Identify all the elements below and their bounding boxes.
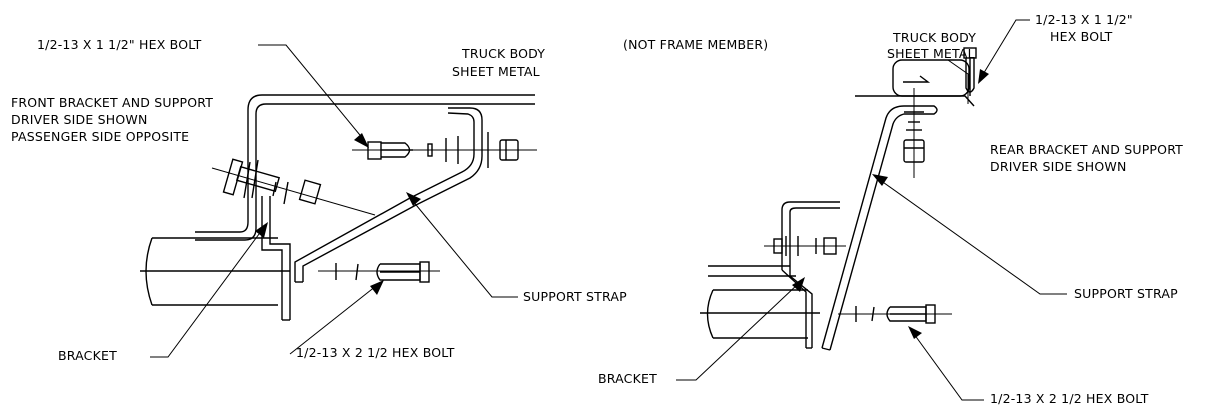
front-support-strap-label: SUPPORT STRAP: [523, 289, 627, 304]
rear-support-strap-label: SUPPORT STRAP: [1074, 286, 1178, 301]
front-assembly: 1/2-13 X 1 1/2" HEX BOLT TRUCK BODY SHEE…: [11, 37, 627, 363]
front-frame-tube: [140, 237, 290, 306]
rear-bracket-label: BRACKET: [598, 371, 657, 386]
rear-leaders: [676, 19, 1067, 401]
rear-not-frame-member-label: (NOT FRAME MEMBER): [623, 37, 768, 52]
front-top-bolt-assembly: [352, 132, 537, 168]
rear-top-bolt-assembly: [903, 47, 977, 178]
front-top-bolt-label: 1/2-13 X 1 1/2" HEX BOLT: [37, 37, 202, 52]
front-sheet-metal-label-line1: TRUCK BODY: [461, 46, 545, 61]
front-bracket-label: BRACKET: [58, 348, 117, 363]
front-bottom-bolt-label: 1/2-13 X 2 1/2 HEX BOLT: [296, 345, 455, 360]
front-bracket: [261, 196, 291, 321]
front-bottom-bolt: [318, 261, 440, 283]
rear-top-bolt-label-line1: 1/2-13 X 1 1/2": [1035, 12, 1133, 27]
rear-top-bolt-label-line2: HEX BOLT: [1050, 29, 1113, 44]
rear-sheet-metal-label-line1: TRUCK BODY: [892, 30, 976, 45]
front-title-line2: DRIVER SIDE SHOWN: [11, 112, 148, 127]
front-leaders: [150, 44, 518, 358]
rear-bracket-bolt-assembly: [764, 236, 846, 256]
rear-sheet-metal-label-line2: SHEET METAL: [887, 46, 975, 61]
rear-assembly: (NOT FRAME MEMBER) TRUCK BODY SHEET META…: [598, 12, 1183, 406]
front-sheet-metal-label-line2: SHEET METAL: [452, 64, 540, 79]
front-title-line1: FRONT BRACKET AND SUPPORT: [11, 95, 213, 110]
rear-sheet-metal-profile: [855, 59, 975, 107]
rear-title-line2: DRIVER SIDE SHOWN: [990, 159, 1127, 174]
rear-title-line1: REAR BRACKET AND SUPPORT: [990, 142, 1183, 157]
rear-bracket: [781, 201, 840, 349]
front-bracket-bolt-assembly: [211, 158, 376, 216]
rear-bottom-bolt: [838, 304, 952, 324]
rear-support-strap: [821, 105, 938, 351]
front-title-line3: PASSENGER SIDE OPPOSITE: [11, 129, 189, 144]
rear-frame-tube: [700, 265, 820, 339]
front-truck-body-sheet-metal: [195, 94, 535, 241]
rear-bottom-bolt-label-text: 1/2-13 X 2 1/2 HEX BOLT: [990, 391, 1149, 406]
front-support-strap: [294, 107, 483, 283]
